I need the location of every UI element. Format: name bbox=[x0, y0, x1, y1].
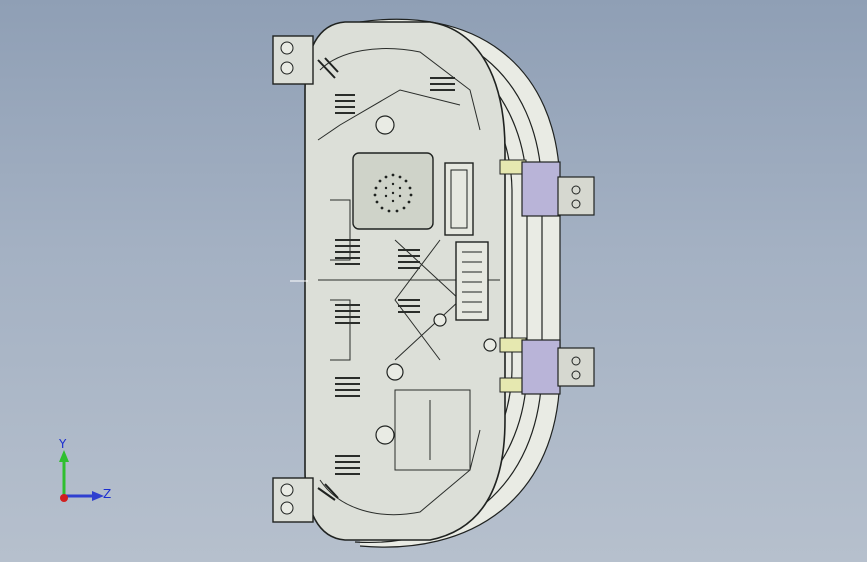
x-axis-icon bbox=[60, 494, 68, 502]
z-arrow-icon bbox=[92, 491, 104, 501]
retaining-clips bbox=[499, 159, 527, 393]
connector-upper bbox=[444, 162, 474, 236]
vent-slots bbox=[335, 77, 455, 475]
screw-bosses bbox=[375, 115, 497, 445]
y-axis-label: Y bbox=[58, 437, 67, 451]
mount-bracket-top-left bbox=[272, 35, 339, 85]
speaker-module bbox=[352, 152, 434, 230]
side-bracket-upper bbox=[521, 161, 595, 217]
coordinate-triad: Y Z bbox=[58, 437, 111, 502]
y-arrow-icon bbox=[59, 450, 69, 462]
mount-bracket-bottom-left bbox=[272, 477, 339, 523]
side-bracket-lower bbox=[521, 339, 595, 395]
connector-lower bbox=[455, 241, 489, 321]
z-axis-label: Z bbox=[103, 487, 111, 501]
